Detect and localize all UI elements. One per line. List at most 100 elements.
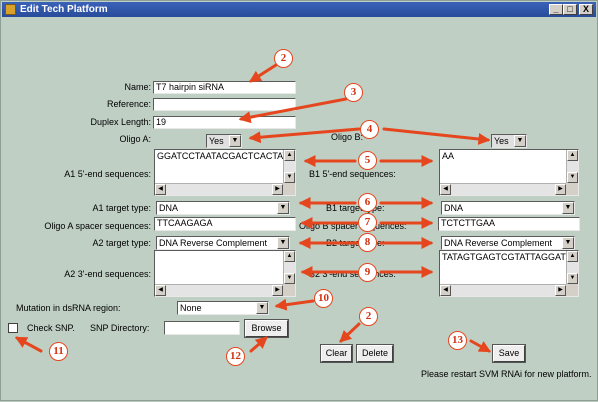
b1-5end-textarea[interactable]: AA ▲ ▼ ◀ ▶	[439, 149, 579, 196]
mutation-select[interactable]: None ▼	[177, 301, 269, 315]
scroll-right-icon[interactable]: ▶	[272, 184, 283, 195]
arrow-11	[14, 336, 43, 353]
vertical-scrollbar[interactable]: ▲ ▼	[566, 251, 578, 284]
b2-3end-text: TATAGTGAGTCGTATTAGGATCC	[442, 252, 566, 262]
badge-13: 13	[448, 331, 467, 350]
oligo-a-label: Oligo A:	[119, 134, 151, 144]
chevron-down-icon[interactable]: ▼	[514, 135, 526, 147]
scroll-corner	[283, 183, 295, 195]
check-snp-checkbox[interactable]	[8, 323, 18, 333]
vertical-scrollbar[interactable]: ▲ ▼	[283, 150, 295, 183]
b1-target-type-value: DNA	[444, 203, 464, 213]
arrow-4-right	[382, 127, 491, 145]
a1-5end-textarea[interactable]: GGATCCTAATACGACTCACTATAGG ▲ ▼ ◀ ▶	[154, 149, 296, 196]
b2-target-type-select[interactable]: DNA Reverse Complement ▼	[441, 236, 575, 250]
scroll-left-icon[interactable]: ◀	[440, 184, 451, 195]
oligo-b-spacer-field[interactable]: TCTCTTGAA	[438, 217, 580, 231]
scroll-left-icon[interactable]: ◀	[155, 184, 166, 195]
scroll-down-icon[interactable]: ▼	[284, 273, 295, 284]
horizontal-scrollbar[interactable]: ◀ ▶	[440, 284, 566, 296]
name-label: Name:	[124, 82, 151, 92]
scroll-right-icon[interactable]: ▶	[272, 285, 283, 296]
minimize-button[interactable]: _	[549, 4, 563, 15]
badge-11: 11	[49, 342, 68, 361]
snp-directory-field[interactable]	[164, 321, 240, 335]
chevron-down-icon[interactable]: ▼	[562, 237, 574, 249]
horizontal-scrollbar[interactable]: ◀ ▶	[155, 284, 283, 296]
badge-6: 6	[358, 193, 377, 212]
scroll-corner	[566, 284, 578, 296]
badge-4: 4	[360, 120, 379, 139]
horizontal-scrollbar[interactable]: ◀ ▶	[440, 183, 566, 195]
badge-8: 8	[358, 233, 377, 252]
oligo-a-spacer-label: Oligo A spacer sequences:	[44, 221, 151, 231]
oligo-a-value: Yes	[209, 136, 224, 146]
arrow-12	[249, 336, 268, 353]
oligo-a-spacer-field[interactable]: TTCAAGAGA	[154, 217, 296, 231]
b1-target-type-select[interactable]: DNA ▼	[441, 201, 575, 215]
vertical-scrollbar[interactable]: ▲ ▼	[566, 150, 578, 183]
chevron-down-icon[interactable]: ▼	[277, 237, 289, 249]
chevron-down-icon[interactable]: ▼	[256, 302, 268, 314]
a1-5end-label: A1 5'-end sequences:	[64, 169, 151, 179]
a2-target-type-value: DNA Reverse Complement	[159, 238, 268, 248]
app-icon	[5, 4, 16, 15]
close-button[interactable]: X	[579, 4, 593, 15]
a2-target-type-select[interactable]: DNA Reverse Complement ▼	[156, 236, 290, 250]
save-button[interactable]: Save	[493, 345, 525, 362]
oligo-b-value: Yes	[494, 136, 509, 146]
b2-target-type-value: DNA Reverse Complement	[444, 238, 553, 248]
a1-target-type-select[interactable]: DNA ▼	[156, 201, 290, 215]
badge-2: 2	[274, 49, 293, 68]
chevron-down-icon[interactable]: ▼	[277, 202, 289, 214]
horizontal-scrollbar[interactable]: ◀ ▶	[155, 183, 283, 195]
mutation-value: None	[180, 303, 202, 313]
arrow-4-left	[248, 127, 361, 144]
a2-3end-textarea[interactable]: ▲ ▼ ◀ ▶	[154, 250, 296, 297]
clear-button[interactable]: Clear	[321, 345, 352, 362]
scroll-right-icon[interactable]: ▶	[555, 184, 566, 195]
scroll-left-icon[interactable]: ◀	[440, 285, 451, 296]
b2-3end-textarea[interactable]: TATAGTGAGTCGTATTAGGATCC ▲ ▼ ◀ ▶	[439, 250, 579, 297]
a2-target-type-label: A2 target type:	[92, 238, 151, 248]
a2-3end-label: A2 3'-end sequences:	[64, 269, 151, 279]
a1-target-type-value: DNA	[159, 203, 179, 213]
a1-5end-text: GGATCCTAATACGACTCACTATAGG	[157, 151, 283, 161]
b1-5end-text: AA	[442, 151, 455, 161]
chevron-down-icon[interactable]: ▼	[562, 202, 574, 214]
scroll-up-icon[interactable]: ▲	[567, 150, 578, 161]
duplex-length-label: Duplex Length:	[90, 117, 151, 127]
vertical-scrollbar[interactable]: ▲ ▼	[283, 251, 295, 284]
scroll-down-icon[interactable]: ▼	[567, 273, 578, 284]
a1-target-type-label: A1 target type:	[92, 203, 151, 213]
scroll-up-icon[interactable]: ▲	[284, 251, 295, 262]
badge-9: 9	[358, 263, 377, 282]
arrow-10	[274, 298, 315, 311]
scroll-corner	[566, 183, 578, 195]
scroll-down-icon[interactable]: ▼	[284, 172, 295, 183]
reference-field[interactable]	[153, 98, 296, 111]
mutation-label: Mutation in dsRNA region:	[16, 303, 121, 313]
chevron-down-icon[interactable]: ▼	[229, 135, 241, 147]
title-bar[interactable]: Edit Tech Platform _ □ X	[2, 2, 596, 17]
scroll-up-icon[interactable]: ▲	[567, 251, 578, 262]
delete-button[interactable]: Delete	[357, 345, 393, 362]
oligo-b-select[interactable]: Yes ▼	[491, 134, 527, 148]
scroll-down-icon[interactable]: ▼	[567, 172, 578, 183]
b2-3end-label: B2 3'-end sequences:	[309, 269, 396, 279]
scroll-left-icon[interactable]: ◀	[155, 285, 166, 296]
reference-label: Reference:	[106, 99, 151, 109]
arrow-13	[469, 339, 492, 353]
duplex-length-field[interactable]: 19	[153, 116, 296, 129]
window-title: Edit Tech Platform	[20, 4, 108, 15]
scroll-right-icon[interactable]: ▶	[555, 285, 566, 296]
oligo-a-select[interactable]: Yes ▼	[206, 134, 242, 148]
scroll-up-icon[interactable]: ▲	[284, 150, 295, 161]
maximize-button[interactable]: □	[563, 4, 577, 15]
check-snp-label: Check SNP.	[27, 323, 75, 333]
oligo-b-spacer-label: Oligo B spacer sequences:	[299, 221, 407, 231]
name-field[interactable]: T7 hairpin siRNA	[153, 81, 296, 94]
arrow-3-duplex	[238, 97, 348, 124]
